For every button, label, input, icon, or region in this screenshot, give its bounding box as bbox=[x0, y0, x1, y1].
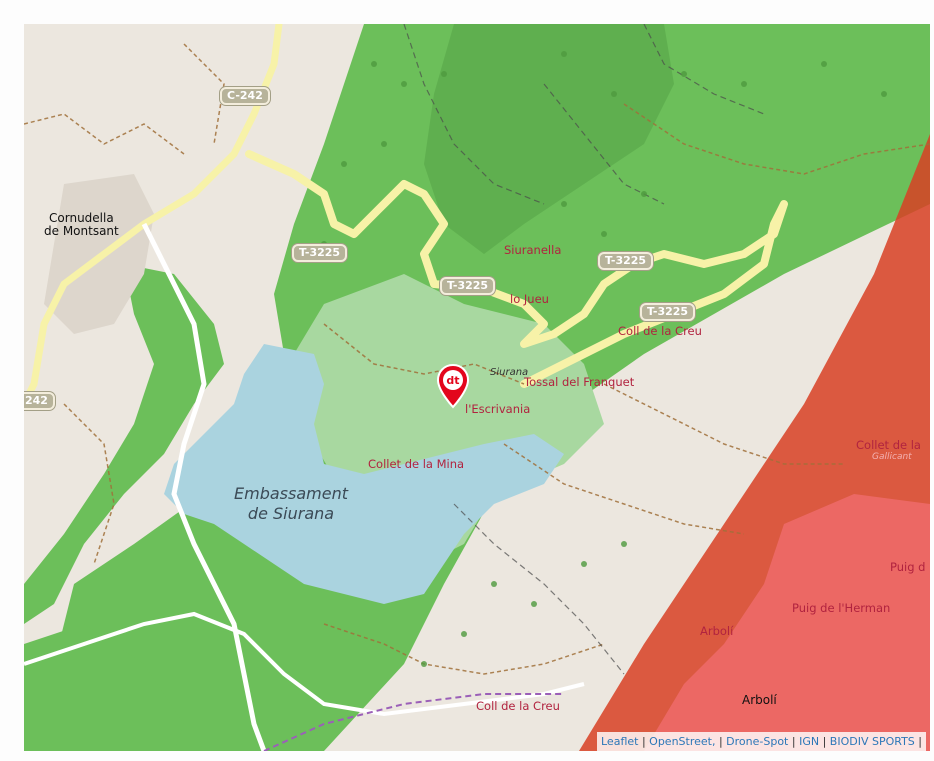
forest-area-dark bbox=[424, 24, 674, 254]
attribution-link-ign[interactable]: IGN bbox=[799, 735, 820, 748]
village-label-arboli: Arbolí bbox=[742, 693, 777, 707]
peak-label: Coll de la Creu bbox=[476, 699, 560, 713]
peak-label: lo Jueu bbox=[510, 292, 549, 306]
place-label-arboli: Arbolí bbox=[700, 624, 734, 638]
attribution-link-biodiv[interactable]: BIODIV SPORTS bbox=[829, 735, 915, 748]
road-t3225 bbox=[245, 150, 788, 388]
peak-label: Collet de la Mina bbox=[368, 457, 465, 471]
gr-path bbox=[263, 693, 564, 751]
peak-label: Siuranella bbox=[504, 243, 562, 257]
lake-label: Embassament de Siurana bbox=[234, 484, 348, 523]
peak-label: Gallicant bbox=[872, 452, 912, 462]
peak-label: Tossal del Franquet bbox=[524, 375, 635, 389]
map-tiles bbox=[24, 24, 930, 751]
road-shield-242: 242 bbox=[24, 392, 55, 410]
place-label-cornudella: Cornudella de Montsant bbox=[44, 211, 119, 238]
tree-symbols bbox=[321, 51, 887, 667]
road-shield-t3225: T-3225 bbox=[640, 303, 696, 321]
peak-label: Puig d bbox=[890, 560, 926, 574]
tracks bbox=[24, 43, 930, 675]
restricted-zone-light bbox=[644, 494, 930, 751]
peak-label: Coll de la Creu bbox=[618, 324, 702, 338]
road-shield-c242: C-242 bbox=[220, 87, 270, 105]
peak-label: l'Escrivania bbox=[465, 402, 531, 416]
peak-label: Puig de l'Herman bbox=[792, 601, 891, 615]
attribution-link-leaflet[interactable]: Leaflet bbox=[601, 735, 639, 748]
map-view[interactable]: C-242 242 T-3225 T-3225 T-3225 T-3225 Co… bbox=[24, 24, 930, 751]
location-marker[interactable]: dt bbox=[436, 363, 470, 409]
forest-strip bbox=[24, 264, 224, 624]
lake-area bbox=[164, 344, 564, 604]
attribution-bar: Leaflet | OpenStreet, | Drone-Spot | IGN… bbox=[597, 732, 926, 751]
attribution-link-dronespot[interactable]: Drone-Spot bbox=[726, 735, 789, 748]
forest-area-left bbox=[24, 624, 184, 751]
road-shield-t3225: T-3225 bbox=[598, 252, 654, 270]
road-shield-t3225: T-3225 bbox=[440, 277, 496, 295]
place-label-siurana: Siurana bbox=[490, 367, 529, 378]
road-shield-t3225: T-3225 bbox=[292, 244, 348, 262]
road-white bbox=[141, 222, 267, 751]
road-white-bottom bbox=[24, 611, 585, 717]
marker-logo: dt bbox=[446, 374, 459, 387]
peak-label: Collet de la bbox=[856, 438, 921, 452]
attribution-link-openstreet[interactable]: OpenStreet, bbox=[649, 735, 716, 748]
